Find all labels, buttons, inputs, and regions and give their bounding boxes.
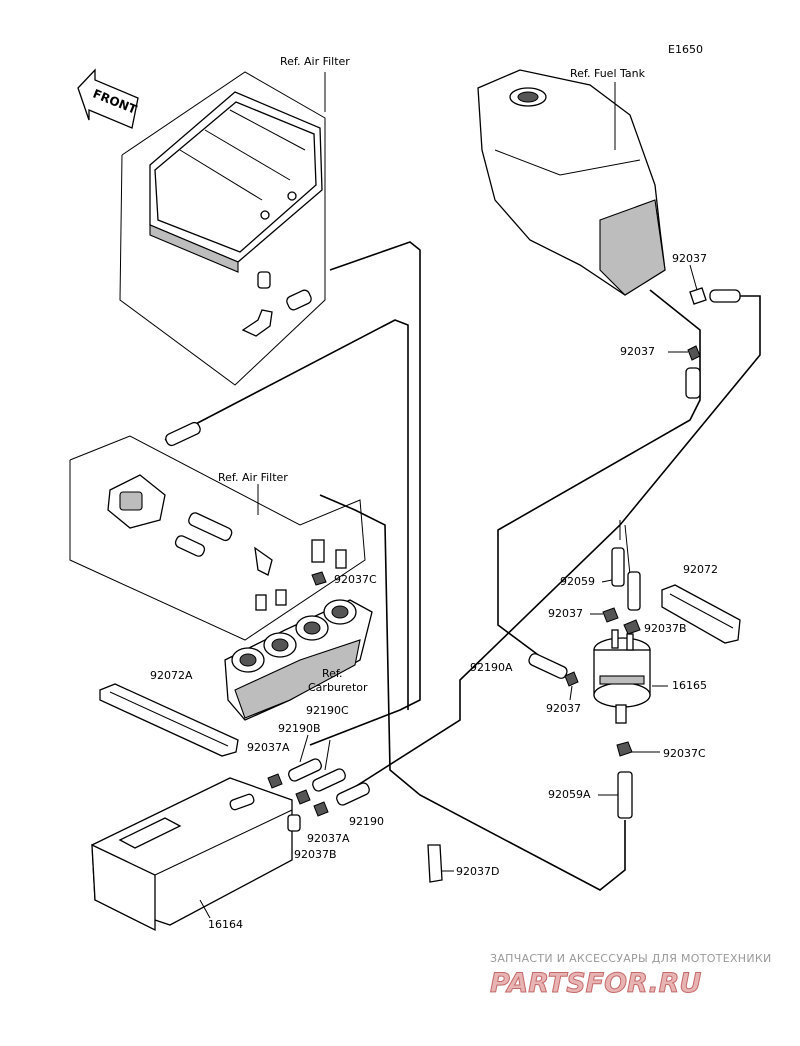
clamp-92037c-bottom bbox=[616, 741, 633, 757]
fuel-tank bbox=[477, 69, 666, 296]
canister-16164 bbox=[91, 777, 301, 932]
ref-air-filter-mid: Ref. Air Filter bbox=[218, 471, 288, 484]
bracket-92072 bbox=[661, 584, 741, 644]
bracket-92072a bbox=[99, 683, 239, 757]
hose-92059a bbox=[617, 771, 633, 819]
ref-fuel-tank: Ref. Fuel Tank bbox=[570, 67, 646, 80]
part-92190: 92190 bbox=[349, 815, 384, 828]
hose-92059-a bbox=[611, 547, 625, 587]
part-16164: 16164 bbox=[208, 918, 243, 931]
small-hoses-lower bbox=[267, 758, 370, 817]
hose-92059-b bbox=[627, 571, 641, 611]
hose-routes bbox=[164, 241, 761, 891]
part-92059: 92059 bbox=[560, 575, 595, 588]
ref-carburetor-1: Ref. bbox=[322, 667, 343, 680]
watermark-tagline: ЗАПЧАСТИ И АКСЕССУАРЫ ДЛЯ МОТОТЕХНИКИ bbox=[490, 952, 772, 965]
part-92037-c: 92037 bbox=[548, 607, 583, 620]
air-filter-group-outline bbox=[119, 71, 326, 386]
fuel-filter-16165 bbox=[593, 629, 651, 724]
air-filter-housing bbox=[149, 91, 323, 273]
front-arrow-icon: FRONT bbox=[77, 68, 139, 129]
part-92072a: 92072A bbox=[150, 669, 193, 682]
mid-air-filter-group-outline bbox=[69, 435, 366, 641]
clip-92037d bbox=[427, 844, 443, 883]
watermark-brand: PARTSFOR.RU bbox=[490, 968, 701, 999]
part-92190a: 92190A bbox=[470, 661, 513, 674]
part-92072: 92072 bbox=[683, 563, 718, 576]
part-92190b: 92190B bbox=[278, 722, 321, 735]
air-filter-fittings bbox=[241, 271, 312, 337]
part-92037b-bottom: 92037B bbox=[294, 848, 337, 861]
ref-air-filter-top: Ref. Air Filter bbox=[280, 55, 350, 68]
part-92037-d: 92037 bbox=[546, 702, 581, 715]
clamp-92037b bbox=[623, 619, 641, 635]
part-92037-a: 92037 bbox=[672, 252, 707, 265]
part-92037-b: 92037 bbox=[620, 345, 655, 358]
vacuum-valve bbox=[107, 421, 347, 611]
fuel-tank-fittings bbox=[685, 287, 741, 399]
part-92037a-bottom: 92037A bbox=[307, 832, 350, 845]
part-92037d: 92037D bbox=[456, 865, 499, 878]
ref-carburetor-2: Carburetor bbox=[308, 681, 368, 694]
part-92037c-bottom: 92037C bbox=[663, 747, 706, 760]
part-92037c-top: 92037C bbox=[334, 573, 377, 586]
part-16165: 16165 bbox=[672, 679, 707, 692]
hose-92190a bbox=[528, 653, 568, 679]
part-92190c: 92190C bbox=[306, 704, 349, 717]
diagram-code: E1650 bbox=[668, 43, 703, 56]
part-92037b-right: 92037B bbox=[644, 622, 687, 635]
part-92059a: 92059A bbox=[548, 788, 591, 801]
clamp-92037 bbox=[602, 607, 619, 623]
carburetor-assembly bbox=[224, 599, 373, 721]
part-92037a-left: 92037A bbox=[247, 741, 290, 754]
